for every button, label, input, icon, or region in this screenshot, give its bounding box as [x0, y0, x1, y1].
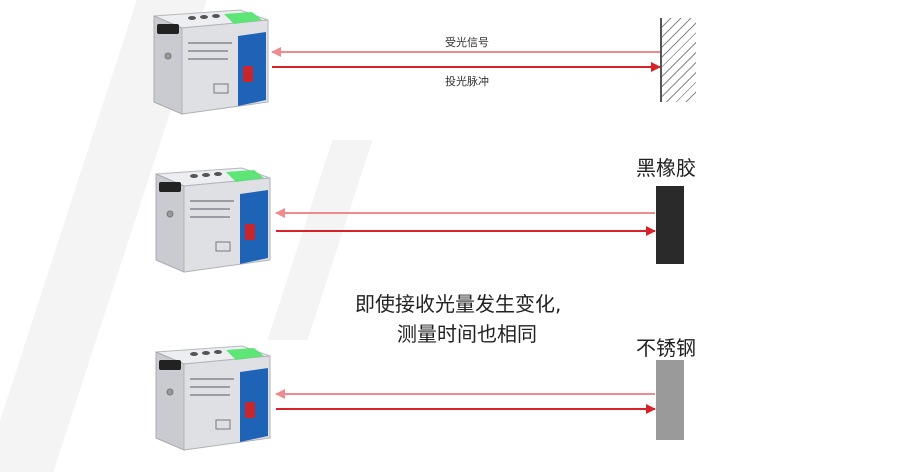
sensor-body-icon	[153, 9, 269, 115]
black-rubber-block-icon	[656, 186, 684, 264]
black-rubber-label: 黑橡胶	[636, 156, 696, 180]
sensor-body-icon	[155, 167, 271, 273]
laser-sensor	[142, 342, 277, 454]
receive-signal-label: 受光信号	[445, 36, 489, 49]
laser-sensor	[142, 164, 277, 276]
stainless-steel-label: 不锈钢	[636, 336, 696, 360]
caption-line-1: 即使接收光量发生变化,	[355, 292, 562, 316]
stainless-steel-block-icon	[656, 360, 684, 440]
laser-sensor	[140, 6, 275, 118]
emit-pulse-label: 投光脉冲	[445, 75, 489, 88]
sensor-body-icon	[155, 345, 271, 451]
hatched-wall-icon	[660, 18, 696, 102]
caption-line-2: 测量时间也相同	[397, 322, 537, 346]
